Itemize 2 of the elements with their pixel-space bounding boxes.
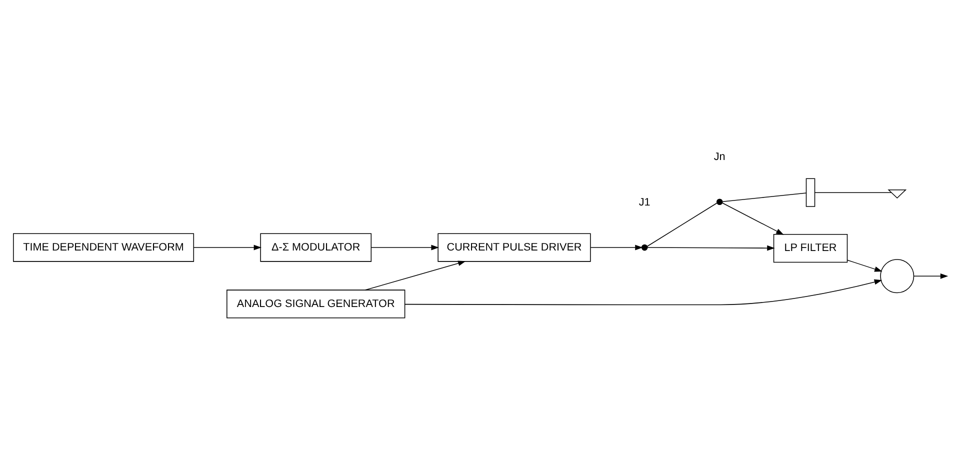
label: J1	[638, 196, 650, 208]
label: Jn	[713, 150, 725, 162]
